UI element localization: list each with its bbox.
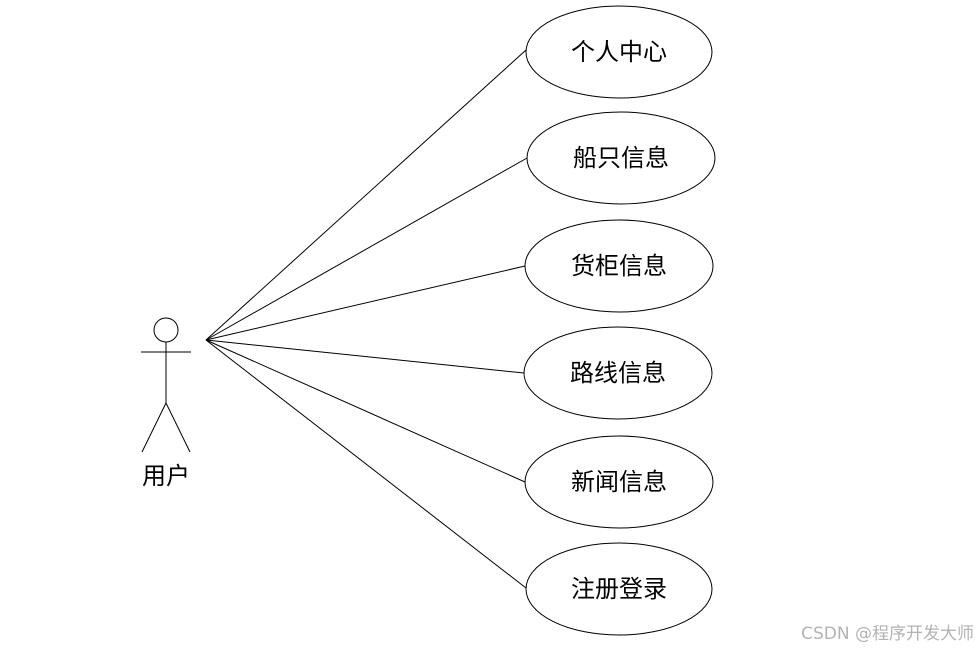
use-case-route-info[interactable]: 路线信息	[523, 326, 713, 420]
use-case-ship-info[interactable]: 船只信息	[526, 111, 716, 205]
use-case-label: 注册登录	[571, 575, 667, 603]
watermark: CSDN @程序开发大师	[801, 624, 974, 644]
association-line-3	[205, 265, 526, 341]
actor-user[interactable]: 用户	[141, 317, 191, 490]
actor-label: 用户	[142, 462, 190, 490]
association-line-5	[205, 339, 526, 483]
use-case-label: 个人中心	[571, 38, 667, 66]
use-case-ellipse	[523, 326, 713, 420]
use-case-label: 新闻信息	[571, 468, 667, 496]
actor-head	[153, 317, 179, 343]
use-case-ellipse	[525, 5, 713, 99]
use-case-ellipse	[524, 219, 714, 313]
use-case-label: 路线信息	[570, 359, 666, 387]
use-case-ellipse	[525, 542, 713, 636]
use-case-news-info[interactable]: 新闻信息	[524, 435, 714, 529]
use-case-register-login[interactable]: 注册登录	[525, 542, 713, 636]
association-line-6	[205, 339, 527, 589]
use-case-ellipse	[524, 435, 714, 529]
associations	[205, 49, 528, 589]
use-case-label: 船只信息	[573, 144, 669, 172]
use-case-container-info[interactable]: 货柜信息	[524, 219, 714, 313]
association-line-1	[205, 49, 527, 341]
association-line-2	[205, 157, 528, 341]
use-case-label: 货柜信息	[571, 252, 667, 280]
use-case-ellipse	[526, 111, 716, 205]
use-case-personal-center[interactable]: 个人中心	[525, 5, 713, 99]
actor-left-leg	[141, 402, 167, 453]
association-line-4	[205, 339, 525, 374]
actor-right-leg	[165, 402, 191, 453]
